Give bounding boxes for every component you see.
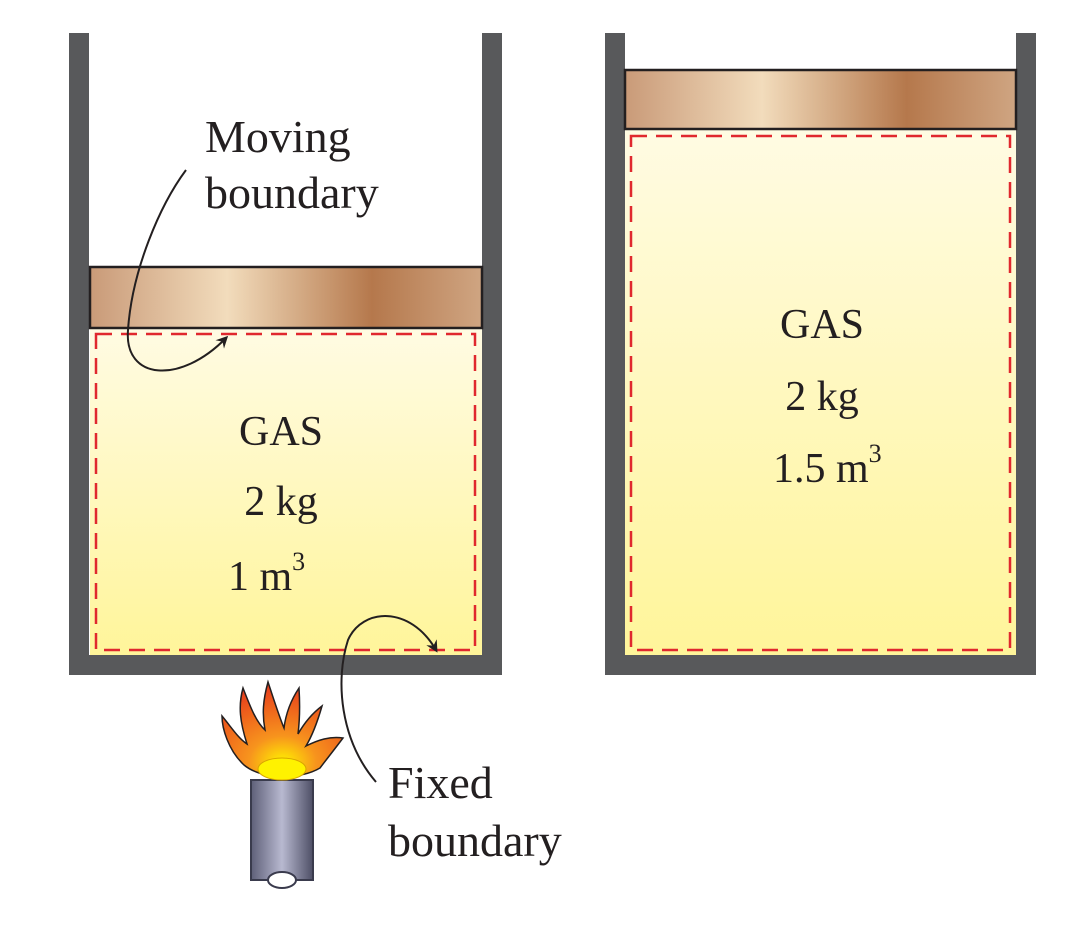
left-gas-volume-value: 1 m [228,554,293,600]
burner-tube [250,779,314,881]
left-system-boundary [94,332,477,652]
left-cylinder-right-wall [482,33,502,675]
right-cylinder [605,33,1036,675]
left-cylinder-bottom-wall [69,655,502,675]
moving-boundary-label-line1: Moving [205,111,351,162]
right-gas-volume-exponent: 3 [869,439,882,468]
left-piston [88,265,484,330]
right-gas-mass: 2 kg [785,374,859,420]
left-gas-substance: GAS [239,409,323,455]
right-system-boundary [629,134,1012,652]
left-gas-volume-label: 1 m3 [228,547,305,600]
flame-icon [221,679,345,778]
moving-boundary-label-line2: boundary [205,167,379,218]
right-gas-volume-value: 1.5 m [773,446,869,492]
right-gas-volume-label: 1.5 m3 [773,439,882,492]
burner-opening [267,871,297,889]
fixed-boundary-label-line2: boundary [388,815,562,866]
left-gas-volume-exponent: 3 [292,547,305,576]
right-cylinder-bottom-wall [605,655,1036,675]
left-cylinder-left-wall [69,33,89,675]
right-gas-substance: GAS [780,302,864,348]
right-gas-volume [625,129,1017,655]
burner [221,679,345,889]
right-piston [623,68,1018,131]
left-cylinder [69,33,502,675]
left-gas-volume [90,328,482,655]
right-cylinder-left-wall [605,33,625,675]
right-cylinder-right-wall [1016,33,1036,675]
flame-core [257,757,307,781]
left-gas-mass: 2 kg [244,479,318,525]
fixed-boundary-label-line1: Fixed [388,757,493,808]
moving-boundary-arrow [126,169,229,372]
fixed-boundary-arrow [340,615,438,783]
